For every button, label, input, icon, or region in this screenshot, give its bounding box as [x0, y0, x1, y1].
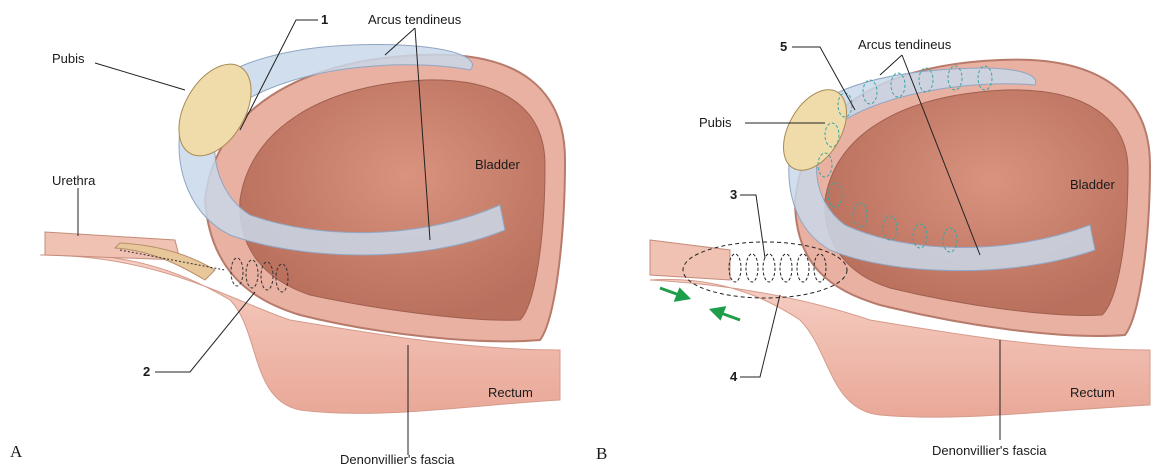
- rectum-label: Rectum: [1070, 386, 1115, 400]
- pubis-label: Pubis: [52, 52, 85, 66]
- panel-letter-b: B: [596, 444, 607, 464]
- rectum-label: Rectum: [488, 386, 533, 400]
- arcus-label: Arcus tendineus: [858, 38, 951, 52]
- panel-a: Pubis Urethra 1 Arcus tendineus Bladder …: [0, 0, 580, 467]
- callout-1: 1: [321, 13, 328, 27]
- urethra-label: Urethra: [52, 174, 95, 188]
- urethra-tube: [650, 240, 730, 280]
- panel-letter-a: A: [10, 442, 22, 462]
- callout-5: 5: [780, 40, 787, 54]
- compression-arrows: [660, 288, 740, 320]
- denonvillier-label: Denonvillier's fascia: [340, 453, 454, 467]
- bladder-label: Bladder: [475, 158, 520, 172]
- denonvillier-label: Denonvillier's fascia: [932, 444, 1046, 458]
- pubis-label: Pubis: [699, 116, 732, 130]
- callout-2: 2: [143, 365, 150, 379]
- arcus-label: Arcus tendineus: [368, 13, 461, 27]
- panel-b: 5 Arcus tendineus Pubis Bladder 3 4 Rect…: [580, 0, 1161, 467]
- callout-4: 4: [730, 370, 737, 384]
- callout-3: 3: [730, 188, 737, 202]
- bladder-label: Bladder: [1070, 178, 1115, 192]
